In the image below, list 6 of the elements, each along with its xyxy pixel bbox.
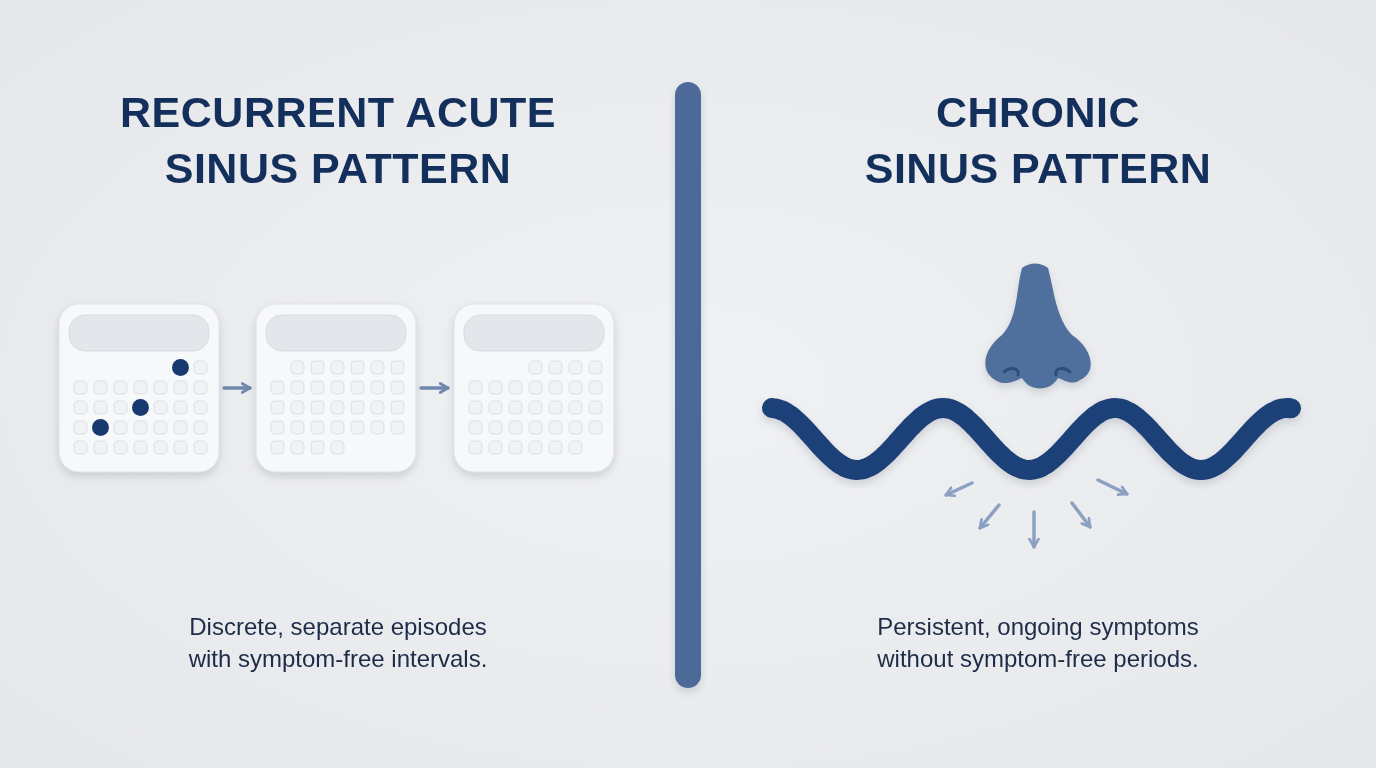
heading: CHRONIC SINUS PATTERN	[863, 87, 1213, 194]
heading: RECURRENT ACUTE SINUS PATTERN	[119, 87, 557, 194]
description-text: Persistent, ongoing symptoms without symptom-free periods.	[876, 612, 1200, 674]
arrow	[419, 382, 450, 394]
description-text: Discrete, separate episodes with symptom-free intervals.	[187, 612, 489, 674]
arrow	[222, 382, 252, 394]
